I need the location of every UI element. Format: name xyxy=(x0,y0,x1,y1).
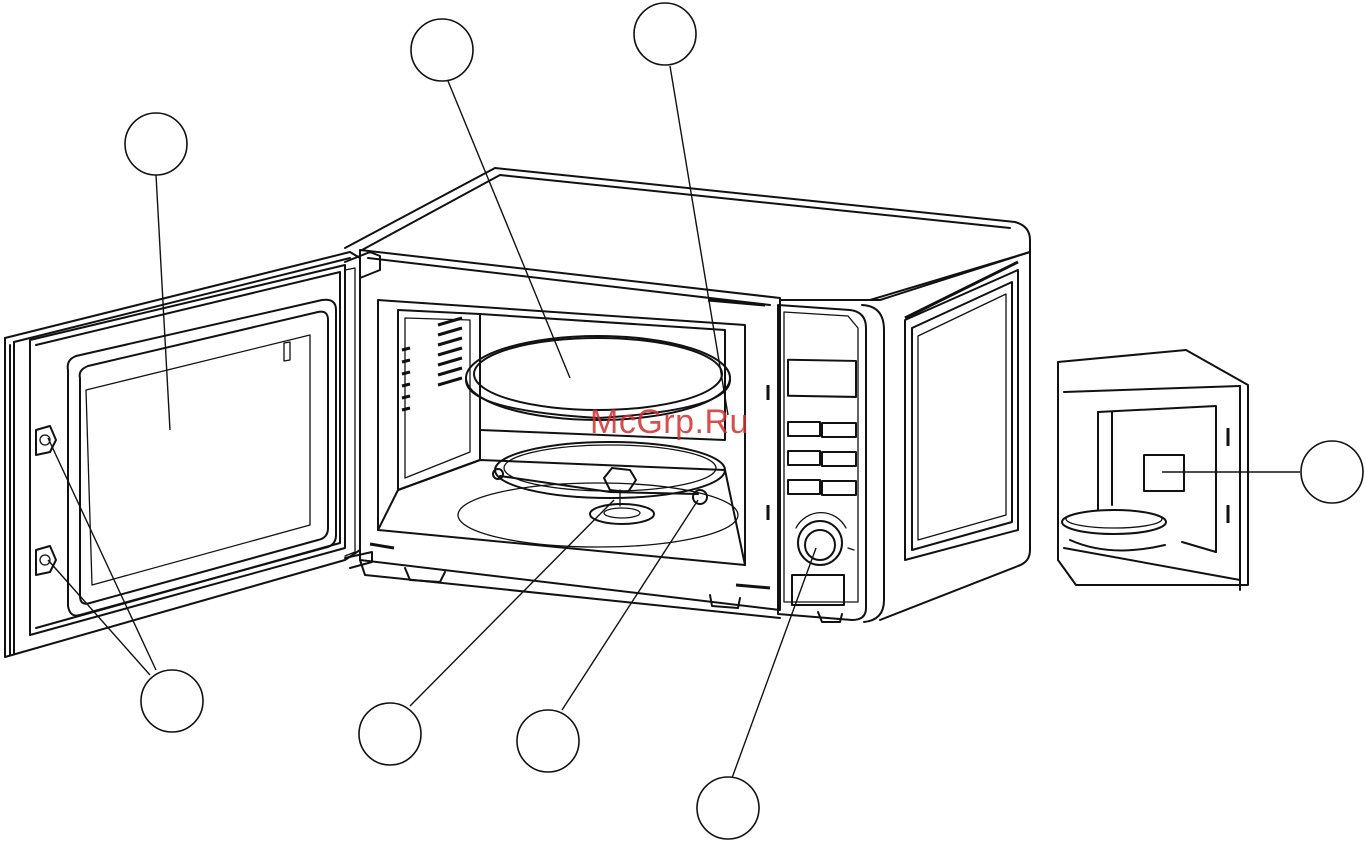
microwave-body xyxy=(344,167,1031,623)
callout xyxy=(516,709,580,773)
callout xyxy=(124,112,188,176)
callout xyxy=(140,669,204,733)
control-button[interactable] xyxy=(787,421,821,437)
display-screen xyxy=(787,358,857,398)
latch-lower xyxy=(735,583,771,590)
callout xyxy=(410,18,474,82)
watermark: McGrp.Ru xyxy=(590,403,749,441)
leader-lines xyxy=(47,65,1300,779)
latch-door xyxy=(369,542,395,550)
callout xyxy=(1300,440,1364,504)
callout xyxy=(633,2,697,66)
door-release-button[interactable] xyxy=(791,574,845,606)
leader-cavity xyxy=(669,65,729,416)
door xyxy=(4,251,361,658)
leader-hook-lower xyxy=(47,559,151,676)
oven-cavity xyxy=(377,299,746,566)
cavity-vent xyxy=(401,316,463,412)
door-hook-lower xyxy=(35,545,57,576)
control-panel xyxy=(777,304,867,621)
door-hook-upper xyxy=(35,425,57,456)
control-button[interactable] xyxy=(821,451,857,467)
control-button[interactable] xyxy=(787,479,821,495)
control-button[interactable] xyxy=(821,480,857,496)
control-knob[interactable] xyxy=(795,512,855,566)
door-window xyxy=(66,298,337,617)
leader-coupler xyxy=(409,499,615,707)
latch-upper xyxy=(707,298,766,307)
control-button-row-2 xyxy=(787,450,857,467)
leader-door-window xyxy=(155,174,171,431)
leader-control-panel xyxy=(731,547,817,779)
glass-turntable-tray xyxy=(465,335,731,421)
leader-glass-tray xyxy=(447,80,571,379)
turntable-coupler xyxy=(589,467,655,525)
control-button[interactable] xyxy=(821,422,857,438)
leader-hook-upper xyxy=(47,437,157,671)
door-hinge-top xyxy=(344,251,381,279)
control-button-row-3 xyxy=(787,479,857,496)
callout xyxy=(696,776,760,840)
cavity-floor-circle xyxy=(457,482,739,548)
side-detail-view xyxy=(1057,349,1249,591)
leader-roller-ring xyxy=(561,499,699,711)
waveguide-cover xyxy=(1143,454,1185,492)
callout xyxy=(358,702,422,766)
control-button[interactable] xyxy=(787,450,821,466)
control-button-row-1 xyxy=(787,421,857,438)
